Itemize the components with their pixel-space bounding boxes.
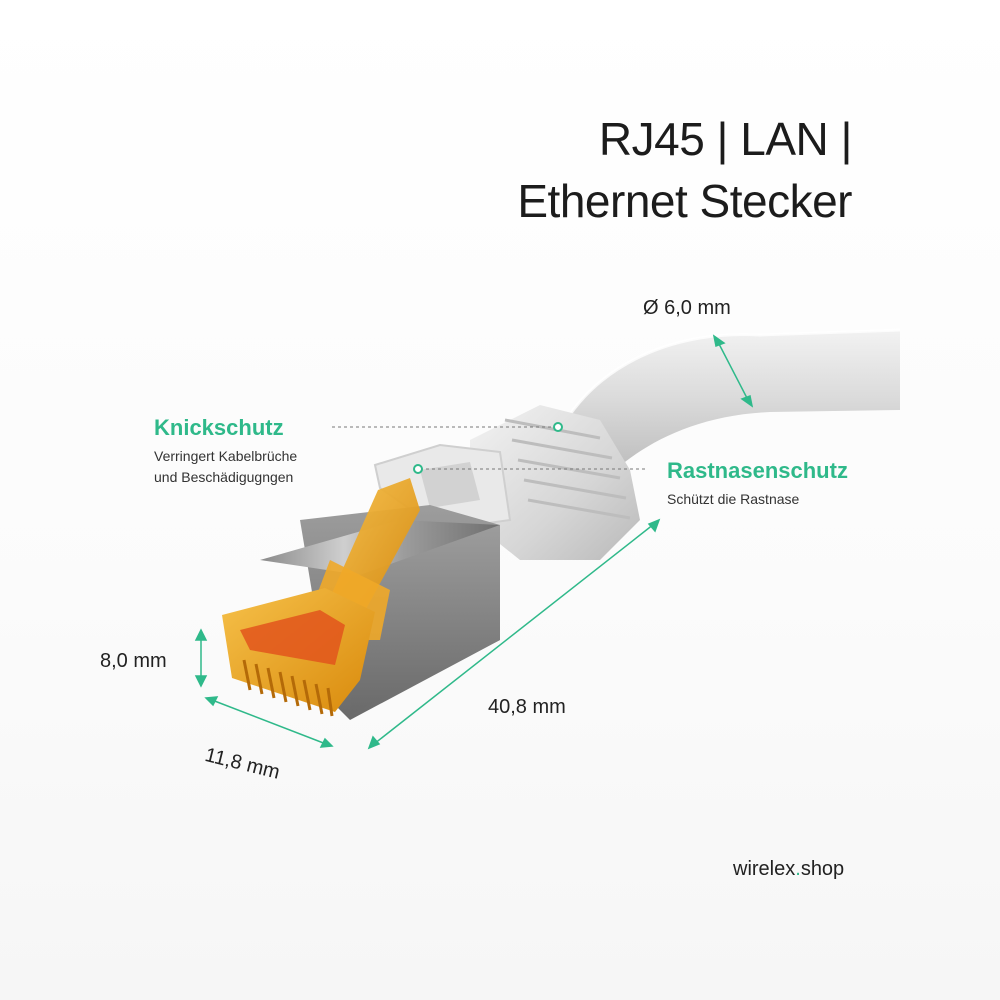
knickschutz-heading: Knickschutz <box>154 415 284 440</box>
knickschutz-marker <box>553 422 563 432</box>
brand-name: wirelex <box>733 858 796 880</box>
rastnasenschutz-marker <box>413 464 423 474</box>
knickschutz-description-line2: und Beschädigugngen <box>154 469 294 485</box>
knickschutz-description: Verringert Kabelbrüche und Beschädigugng… <box>154 446 297 488</box>
dimension-lines <box>194 334 754 750</box>
leader-lines <box>332 426 648 470</box>
connector-front <box>222 588 375 717</box>
cable <box>558 328 901 470</box>
brand-dot: . <box>795 858 801 880</box>
height-label: 8,0 mm <box>100 650 167 672</box>
strain-relief-boot <box>470 405 640 560</box>
rastnasenschutz-heading: Rastnasenschutz <box>667 458 848 483</box>
contact-pins <box>242 659 334 717</box>
product-title-line2: Ethernet Stecker <box>517 175 852 227</box>
latch-protector <box>373 443 512 532</box>
length-label: 40,8 mm <box>488 696 566 718</box>
product-title-line1: RJ45 | LAN | <box>598 113 853 165</box>
diameter-label: Ø 6,0 mm <box>643 297 731 319</box>
brand-logo: wirelex.shop <box>733 858 844 881</box>
knickschutz-description-line1: Verringert Kabelbrüche <box>154 448 298 464</box>
brand-tld: shop <box>800 858 845 880</box>
rastnasenschutz-description: Schützt die Rastnase <box>667 491 800 507</box>
product-title: RJ45 | LAN | Ethernet Stecker <box>517 108 852 232</box>
